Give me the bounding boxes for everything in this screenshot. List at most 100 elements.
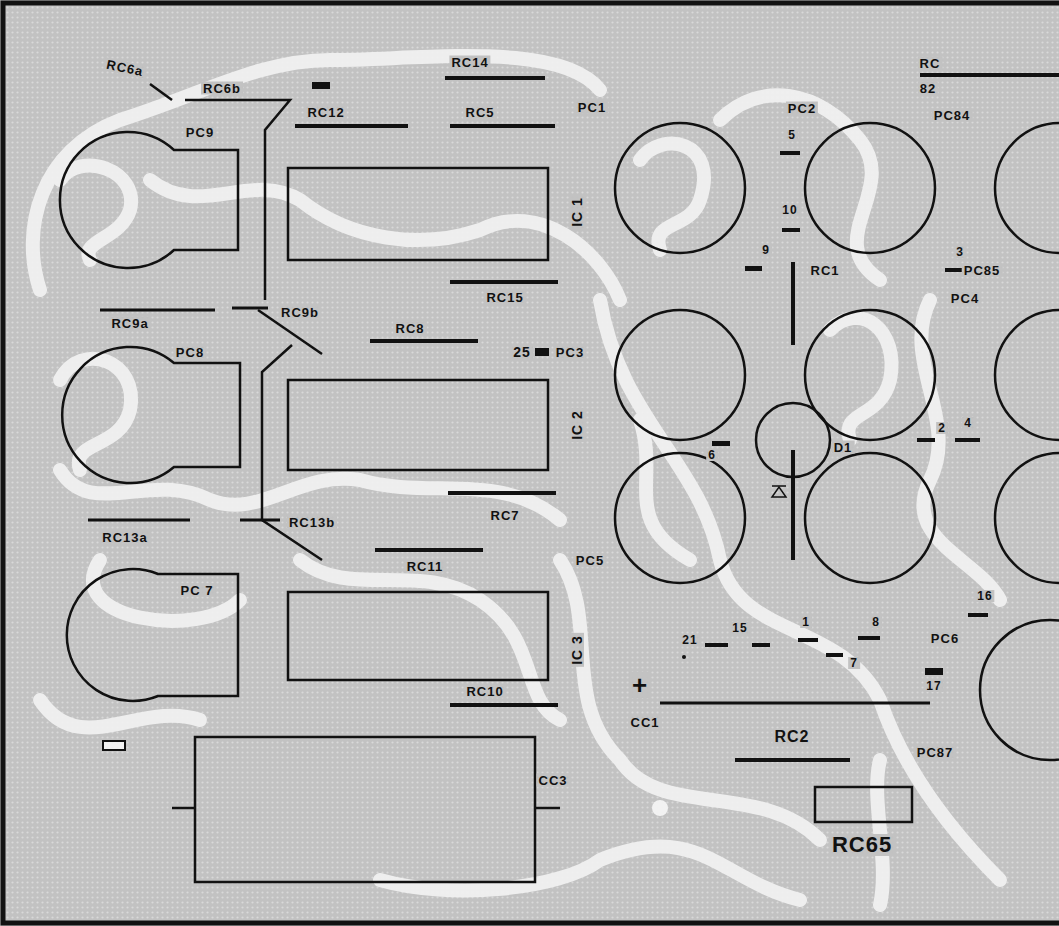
part-label: RC11: [405, 560, 446, 573]
trace: [40, 700, 200, 727]
pot-outline: [995, 453, 1059, 583]
solder-pads: [103, 82, 988, 750]
trace: [60, 470, 560, 520]
trace: [877, 760, 883, 905]
resistor-symbol: [450, 124, 555, 128]
trace: [921, 300, 1000, 600]
part-label: IC 2: [570, 408, 584, 442]
pad: [826, 653, 843, 657]
mounting-hole: [652, 800, 668, 816]
capacitor-lead: [172, 807, 195, 810]
ic-outline: [288, 168, 548, 260]
resistor-symbol: [150, 84, 172, 100]
pad: [535, 348, 549, 356]
resistor-symbol: [735, 758, 850, 762]
pad: [798, 638, 818, 642]
resistor-symbol: [232, 307, 268, 310]
part-label: RC: [918, 57, 943, 70]
pot-outline: [805, 123, 935, 253]
part-label: RC5: [463, 106, 496, 119]
part-label: PC85: [962, 264, 1003, 277]
resistor-symbol: [450, 703, 558, 707]
part-label: RC7: [488, 509, 521, 522]
pot-outline: [980, 620, 1059, 760]
pot-outline: [805, 453, 935, 583]
part-label: IC 1: [570, 195, 584, 229]
part-label: 82: [918, 82, 938, 95]
part-label: PC4: [949, 292, 981, 305]
part-label: PC2: [786, 102, 818, 115]
pin-number: 9: [760, 244, 772, 256]
resistor-symbol: [450, 280, 558, 284]
resistor-symbol: [791, 262, 795, 345]
pin-number: 21: [680, 634, 699, 646]
pin-number: 25: [511, 345, 533, 359]
resistor-symbol: [240, 519, 280, 522]
component-outlines: [3, 3, 1059, 923]
capacitor-symbol: [660, 702, 930, 705]
resistor-symbol: [375, 548, 483, 552]
resistor-symbol: [370, 339, 478, 343]
part-label: PC6: [929, 632, 961, 645]
part-label: RC15: [484, 291, 525, 304]
pad: [925, 668, 943, 675]
pin-number: 4: [962, 417, 974, 429]
pot-outline: [615, 123, 745, 253]
ic-outline: [288, 380, 548, 470]
part-label: PC87: [915, 746, 956, 759]
trace: [93, 560, 240, 621]
pin-number: 15: [730, 622, 749, 634]
part-label: PC8: [174, 346, 206, 359]
pin-number: 5: [786, 129, 798, 141]
pin-number: 17: [924, 680, 943, 692]
part-label: PC5: [574, 554, 606, 567]
trace: [60, 359, 131, 470]
copper-traces: [33, 56, 1000, 905]
pad: [752, 643, 770, 647]
part-label: RC1: [808, 264, 841, 277]
pin-number: 8: [870, 616, 882, 628]
pin-number: 6: [706, 449, 718, 461]
pot-pad: [67, 569, 238, 701]
pot-outline: [995, 310, 1059, 440]
part-label: RC65: [830, 834, 894, 856]
pin-number: 10: [780, 204, 799, 216]
part-label: IC 3: [570, 633, 584, 667]
part-label: CC3: [536, 774, 569, 787]
trace: [33, 56, 600, 290]
pad: [712, 441, 730, 446]
part-label: PC3: [554, 346, 586, 359]
pin-number: 1: [800, 616, 812, 628]
part-label: PC 7: [179, 584, 216, 597]
ic-outline: [288, 592, 548, 680]
part-label: RC6a: [103, 57, 146, 78]
pad: [955, 438, 980, 442]
trace: [380, 847, 800, 900]
pad: [745, 266, 762, 271]
pad: [858, 636, 880, 640]
resistor-symbol: [295, 124, 408, 128]
trace: [60, 166, 131, 260]
resistor-symbol: [448, 491, 556, 495]
part-label: RC9a: [109, 317, 150, 330]
polarity-mark: +: [630, 672, 650, 698]
pin-number: 2: [936, 422, 948, 434]
part-label: RC9b: [279, 306, 321, 319]
part-label: PC1: [576, 101, 608, 114]
part-label: RC12: [305, 106, 346, 119]
capacitor-lead: [535, 807, 560, 810]
resistor-symbol: [791, 450, 795, 560]
pad: [705, 643, 728, 647]
pin-dot: [682, 655, 686, 659]
part-label: PC9: [184, 126, 216, 139]
part-label: D1: [832, 441, 855, 454]
pot-pad: [62, 347, 240, 483]
pin-number: 16: [975, 590, 994, 602]
pot-outline: [615, 453, 745, 583]
pot-outline: [995, 123, 1059, 253]
resistor-symbol: [920, 73, 1059, 77]
